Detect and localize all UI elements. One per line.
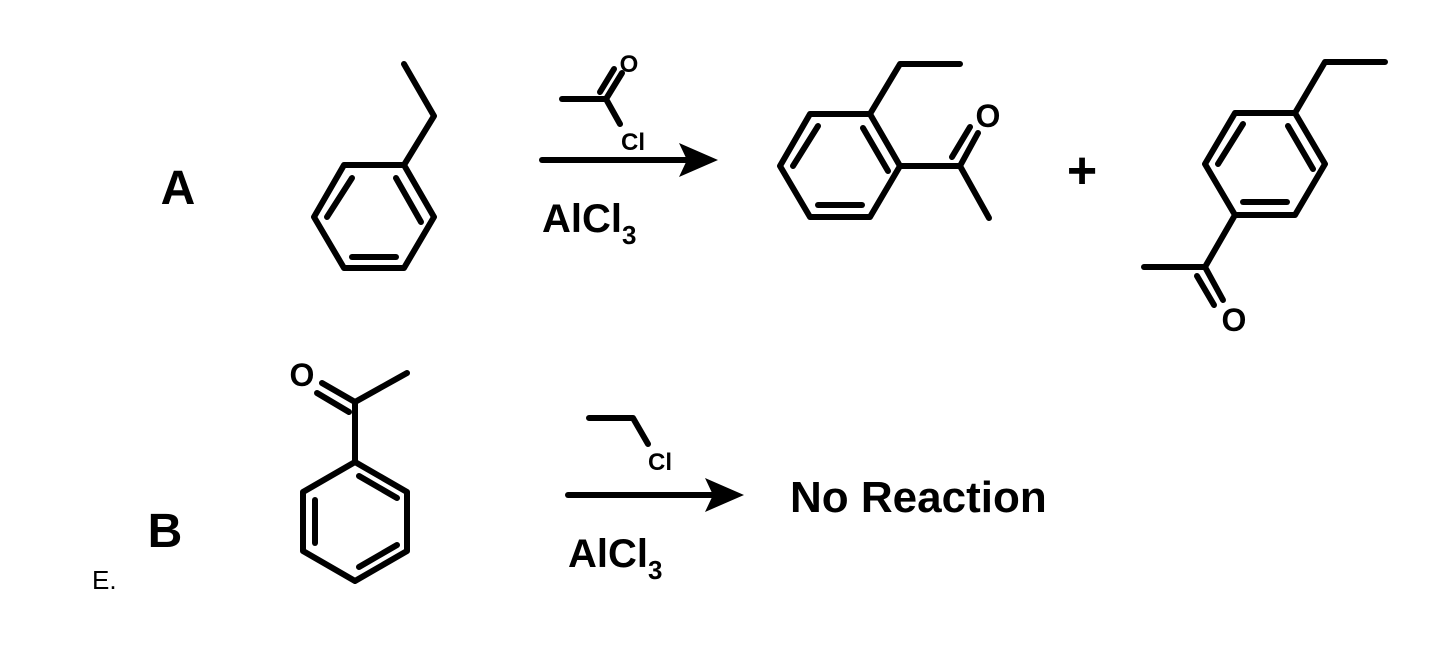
acetophenone-carbonyl-bond bbox=[319, 380, 358, 405]
ethylbenzene-ring bbox=[311, 162, 437, 271]
acetophenone-oxygen-atom: O bbox=[290, 357, 315, 393]
acetophenone-double-bond-1 bbox=[356, 473, 400, 501]
ethylbenzene-ethyl-group bbox=[401, 61, 437, 168]
para-product-double-bond-1 bbox=[1285, 123, 1316, 172]
acetyl-chloride-reagent: O Cl bbox=[559, 51, 645, 156]
ortho-product-structure: O bbox=[777, 61, 1001, 221]
reaction-b-catalyst-formula: AlCl bbox=[568, 532, 648, 576]
acetophenone-structure: O bbox=[290, 357, 410, 584]
reaction-b-label: B bbox=[148, 505, 183, 558]
para-product-carbonyl-bond bbox=[1202, 264, 1226, 303]
reaction-b-arrow-head bbox=[705, 478, 744, 512]
ethylbenzene-double-bond-3 bbox=[324, 175, 355, 220]
ortho-product-carbonyl-double-bond bbox=[949, 124, 973, 160]
para-product-oxygen-atom: O bbox=[1222, 302, 1247, 338]
part-label: E. bbox=[92, 565, 117, 595]
ethyl-chloride-reagent: Cl bbox=[586, 415, 672, 476]
acetyl-oxygen-atom: O bbox=[620, 51, 639, 78]
reaction-a-catalyst-subscript: 3 bbox=[622, 220, 636, 250]
reaction-a-catalyst-formula: AlCl bbox=[542, 197, 622, 241]
reaction-b-catalyst-subscript: 3 bbox=[648, 555, 662, 585]
ortho-product-ethyl-group bbox=[867, 61, 963, 117]
acetyl-carbonyl-bond bbox=[603, 70, 625, 102]
reaction-a-arrow bbox=[539, 143, 718, 177]
ethyl-chloride-chlorine-atom: Cl bbox=[648, 449, 672, 476]
ortho-product-oxygen-atom: O bbox=[976, 98, 1001, 134]
ortho-product-carbonyl-bond bbox=[957, 130, 981, 169]
ortho-product-methyl-bond bbox=[957, 163, 992, 221]
para-product-double-bond-3 bbox=[1215, 121, 1246, 167]
acetophenone-carbonyl-double-bond bbox=[314, 390, 352, 415]
ortho-product-double-bond-1 bbox=[860, 125, 891, 174]
para-product-carbonyl-double-bond bbox=[1194, 273, 1217, 308]
acetyl-carbonyl-double-bond bbox=[597, 66, 617, 95]
para-product-acyl-bond bbox=[1202, 212, 1238, 270]
reaction-a-label: A bbox=[161, 162, 196, 215]
para-product-structure: O bbox=[1141, 59, 1388, 338]
para-product-ethyl-group bbox=[1292, 59, 1388, 116]
reaction-a-catalyst: AlCl3 bbox=[542, 197, 636, 250]
plus-sign: + bbox=[1067, 142, 1097, 200]
acetyl-cl-bond bbox=[603, 96, 623, 127]
ortho-product-double-bond-3 bbox=[790, 123, 821, 169]
acetyl-chlorine-atom: Cl bbox=[621, 129, 645, 156]
no-reaction-text: No Reaction bbox=[790, 473, 1047, 522]
reaction-a-arrow-head bbox=[679, 143, 718, 177]
acetophenone-ring bbox=[300, 459, 410, 584]
ethylbenzene-double-bond-1 bbox=[393, 175, 424, 225]
acetophenone-methyl-bond bbox=[352, 370, 410, 405]
acetophenone-double-bond-2 bbox=[356, 542, 400, 570]
ethyl-chloride-bonds bbox=[586, 415, 651, 447]
reaction-b-catalyst: AlCl3 bbox=[568, 532, 662, 585]
ethylbenzene-structure bbox=[311, 61, 437, 271]
reaction-b-arrow bbox=[565, 478, 744, 512]
